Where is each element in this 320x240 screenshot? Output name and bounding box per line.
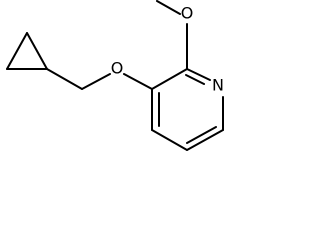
methoxy-o-ch3-bond <box>156 0 181 15</box>
methoxy-oxygen-label: O <box>181 4 194 23</box>
molecule-structure: O O N <box>0 0 226 152</box>
structure-svg: O O N <box>6 0 224 151</box>
ring-bond-c4-c5 <box>151 129 188 151</box>
ch2-ether-o-bond <box>81 73 111 90</box>
ring-bond-n-c2 <box>186 68 211 81</box>
ether-o-ring-bond <box>123 73 153 90</box>
cyclopropyl-ch2-bond <box>46 68 83 90</box>
ring-bond-c2-c3 <box>151 68 188 90</box>
ring-double-bond-c5-c6 <box>186 126 217 144</box>
pyridine-nitrogen-label: N <box>212 76 224 95</box>
ring-bond-c5-c6 <box>186 129 224 151</box>
cyclopropyl-bond-1 <box>6 32 28 70</box>
ether-oxygen-label: O <box>111 59 124 78</box>
cyclopropyl-bond-2 <box>26 32 48 70</box>
ring-double-bond-n-c2 <box>185 74 205 85</box>
